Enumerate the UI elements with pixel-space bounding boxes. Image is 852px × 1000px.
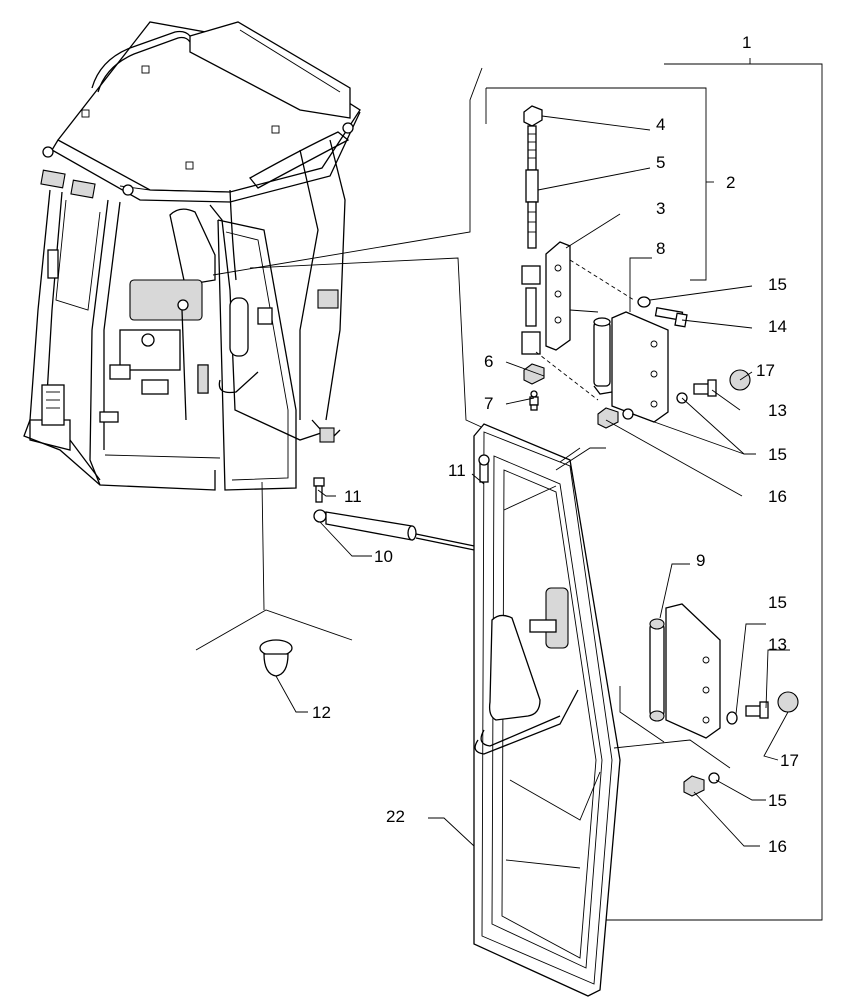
part-13-fitting-a [693, 379, 717, 397]
callout-3: 3 [656, 199, 665, 218]
callout-13-b: 13 [768, 635, 787, 654]
part-9-hinge [649, 603, 721, 739]
part-22-door [473, 423, 621, 997]
callout-6: 6 [484, 352, 493, 371]
callout-15-d: 15 [768, 791, 787, 810]
reference-lines [195, 67, 489, 651]
part-3-hinge-leaf [545, 241, 571, 351]
part-15-washer-c [726, 711, 738, 725]
part-10-gas-strut [313, 509, 492, 556]
part-15-washer-d [708, 772, 720, 784]
part-15-washer-a [637, 296, 651, 308]
part-16-nut-b [683, 775, 705, 797]
group-1-bracket [606, 63, 823, 921]
roof-handrail [91, 30, 191, 89]
callout-1: 1 [742, 33, 751, 52]
door-handle [488, 614, 541, 721]
callout-9: 9 [696, 551, 705, 570]
callout-16-b: 16 [768, 837, 787, 856]
part-7-grease-nipple [529, 390, 539, 411]
callout-11-b: 11 [448, 461, 466, 480]
part-11-stud-a [313, 477, 325, 503]
part-12-clip [259, 639, 293, 677]
callout-17-a: 17 [756, 361, 775, 380]
part-13-fitting-b [745, 701, 769, 719]
callout-15-a: 15 [768, 275, 787, 294]
callout-leaders [275, 115, 790, 847]
part-14-bolt [654, 307, 688, 328]
callout-2: 2 [726, 173, 735, 192]
callout-5: 5 [656, 153, 665, 172]
cab-assembly [23, 21, 361, 491]
callout-7: 7 [484, 394, 493, 413]
part-5-stud [527, 125, 537, 171]
callout-15-b: 15 [768, 445, 787, 464]
callout-16-a: 16 [768, 487, 787, 506]
part-8-hinge [593, 311, 669, 423]
spacer-lower [521, 331, 541, 355]
cab-door-opening [217, 219, 297, 491]
callout-13-a: 13 [768, 401, 787, 420]
callout-labels: 1 2 3 4 5 6 7 8 9 10 11 11 12 13 13 14 1… [312, 33, 799, 856]
callout-15-c: 15 [768, 593, 787, 612]
part-6-nut [523, 363, 545, 385]
callout-11-a: 11 [344, 487, 362, 506]
part-16-nut-a [597, 407, 619, 429]
callout-8: 8 [656, 239, 665, 258]
callout-22: 22 [386, 807, 405, 826]
part-17-cap-b [777, 691, 799, 713]
callout-10: 10 [374, 547, 393, 566]
work-light-left [40, 169, 66, 189]
callout-12: 12 [312, 703, 331, 722]
spacer-upper [521, 265, 541, 285]
callout-17-b: 17 [780, 751, 799, 770]
callout-4: 4 [656, 115, 665, 134]
door-lock [545, 587, 569, 649]
work-light-right [70, 179, 96, 199]
part-4-nut [523, 105, 543, 127]
callout-14: 14 [768, 317, 787, 336]
group-2-bracket [486, 87, 707, 281]
operator-seat [169, 208, 216, 286]
